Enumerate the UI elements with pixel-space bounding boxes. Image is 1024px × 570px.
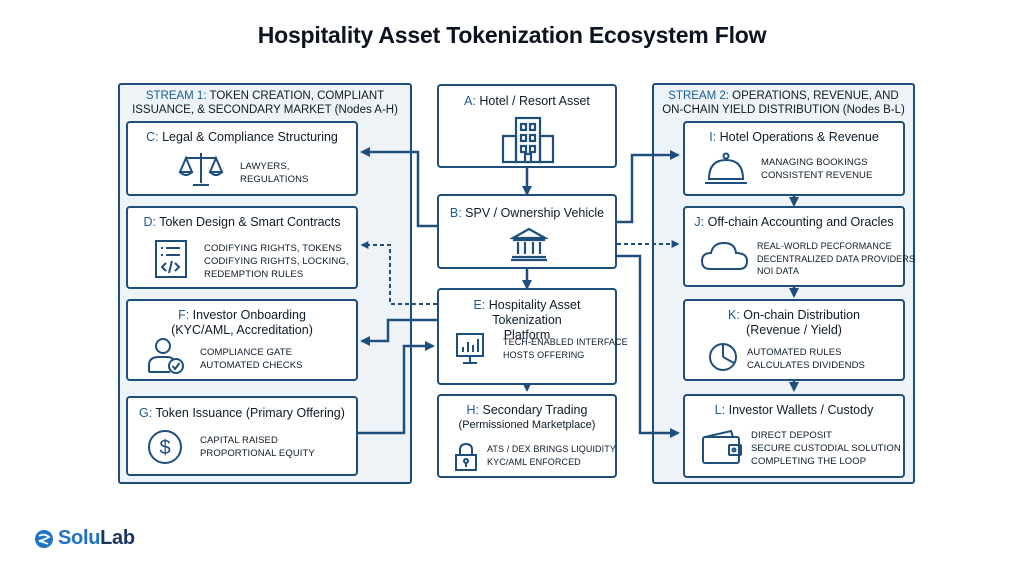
node-f-desc: COMPLIANCE GATE AUTOMATED CHECKS: [200, 347, 303, 371]
diagram-title: Hospitality Asset Tokenization Ecosystem…: [257, 22, 767, 48]
node-e-platform: E: Hospitality Asset Tokenization Platfo…: [437, 288, 628, 385]
solulab-logo: SoluLab: [34, 527, 135, 550]
node-g-id: G:: [139, 406, 153, 420]
node-c-title: Legal & Compliance Structuring: [162, 130, 338, 144]
stream-2-heading-line1: OPERATIONS, REVENUE, AND: [728, 90, 899, 102]
node-f-id: F:: [178, 308, 190, 322]
node-h-title2: (Permissioned Marketplace): [458, 419, 596, 431]
stream-2-heading-line2: ON-CHAIN YIELD DISTRIBUTION (Nodes B-L): [662, 104, 905, 116]
node-h-desc: ATS / DEX BRINGS LIQUIDITY KYC/AML ENFOR…: [487, 444, 616, 467]
node-i-id: I:: [709, 130, 717, 144]
stream-1-prefix: STREAM 1:: [145, 90, 207, 102]
bank-icon: [510, 227, 548, 262]
node-c-id: C:: [146, 130, 159, 144]
node-j-desc: REAL-WORLD PECFORMANCE DECENTRALIZED DAT…: [757, 241, 915, 276]
pie-chart-icon: [709, 343, 737, 371]
stream-1-heading-line1: TOKEN CREATION, COMPLIANT: [206, 90, 385, 102]
scales-icon: [178, 153, 224, 186]
service-bell-icon: [705, 152, 747, 184]
node-i-desc: MANAGING BOOKINGS CONSISTENT REVENUE: [761, 157, 873, 181]
monitor-chart-icon: [456, 333, 484, 364]
solulab-logo-icon: [35, 529, 53, 548]
node-f-title2: (KYC/AML, Accreditation): [171, 323, 313, 337]
logo-text-part2: Lab: [100, 527, 135, 549]
node-e-title2: Platform: [503, 328, 551, 342]
node-j-id: J:: [694, 215, 705, 229]
node-k-title: On-chain Distribution: [743, 308, 860, 322]
node-e-id: E:: [473, 298, 486, 312]
node-f-onboarding: F: Investor Onboarding (KYC/AML, Accredi…: [126, 299, 358, 381]
user-check-icon: [148, 338, 184, 374]
node-d-title: Token Design & Smart Contracts: [159, 215, 341, 229]
node-b-title: SPV / Ownership Vehicle: [465, 206, 605, 220]
logo-text-part1: Solu: [58, 527, 101, 549]
node-l-desc: DIRECT DEPOSIT SECURE CUSTODIAL SOLUTION…: [751, 430, 901, 467]
stream-2-prefix: STREAM 2:: [668, 90, 729, 102]
node-l-id: L:: [714, 403, 726, 417]
node-a-title: Hotel / Resort Asset: [479, 94, 590, 108]
padlock-icon: [455, 442, 477, 471]
node-a-hotel-asset: A: Hotel / Resort Asset: [437, 84, 617, 168]
node-g-issuance: G: Token Issuance (Primary Offering) $ C…: [126, 396, 358, 476]
node-d-token-design: D: Token Design & Smart Contracts CODIFY…: [126, 206, 358, 289]
node-b-spv: B: SPV / Ownership Vehicle: [437, 194, 617, 269]
stream-2-header: STREAM 2: OPERATIONS, REVENUE, AND ON-CH…: [654, 89, 913, 117]
node-g-title: Token Issuance (Primary Offering): [155, 406, 345, 420]
stream-1-heading-line2: ISSUANCE, & SECONDARY MARKET (Nodes A-H): [132, 104, 398, 116]
node-i-operations: I: Hotel Operations & Revenue MANAGING B…: [683, 121, 905, 196]
node-k-desc: AUTOMATED RULES CALCULATES DIVIDENDS: [747, 347, 865, 371]
node-g-desc: CAPITAL RAISED PROPORTIONAL EQUITY: [200, 435, 315, 459]
node-e-desc: TECH-ENABLED INTERFACE HOSTS OFFERING: [503, 337, 628, 360]
hotel-building-icon: [501, 116, 555, 164]
node-h-id: H:: [466, 403, 480, 417]
node-c-legal: C: Legal & Compliance Structuring LAWYER…: [126, 121, 358, 196]
node-i-title: Hotel Operations & Revenue: [719, 130, 879, 144]
node-d-id: D:: [143, 215, 156, 229]
stream-1-header: STREAM 1: TOKEN CREATION, COMPLIANT ISSU…: [120, 89, 410, 117]
node-j-title: Off-chain Accounting and Oracles: [707, 215, 894, 229]
node-h-title: Secondary Trading: [482, 403, 588, 417]
node-c-desc: LAWYERS, REGULATIONS: [240, 161, 309, 185]
node-k-distribution: K: On-chain Distribution (Revenue / Yiel…: [683, 299, 905, 381]
svg-text:$: $: [159, 437, 170, 459]
node-h-secondary-trading: H: Secondary Trading (Permissioned Marke…: [437, 394, 617, 478]
cloud-icon: [700, 241, 749, 270]
node-d-desc: CODIFYING RIGHTS, TOKENS CODIFYING RIGHT…: [204, 243, 349, 280]
node-k-title2: (Revenue / Yield): [746, 323, 842, 337]
node-e-title: Hospitality Asset Tokenization: [488, 298, 581, 327]
node-k-id: K:: [727, 308, 740, 322]
node-l-title: Investor Wallets / Custody: [728, 403, 874, 417]
wallet-icon: [702, 429, 742, 464]
dollar-coin-icon: $: [148, 430, 182, 464]
node-a-id: A:: [464, 94, 476, 108]
node-f-title: Investor Onboarding: [192, 308, 306, 322]
node-b-id: B:: [449, 206, 462, 220]
node-j-accounting-oracles: J: Off-chain Accounting and Oracles REAL…: [683, 206, 915, 287]
code-document-icon: [155, 240, 187, 278]
node-l-wallets: L: Investor Wallets / Custody DIRECT DEP…: [683, 394, 905, 478]
